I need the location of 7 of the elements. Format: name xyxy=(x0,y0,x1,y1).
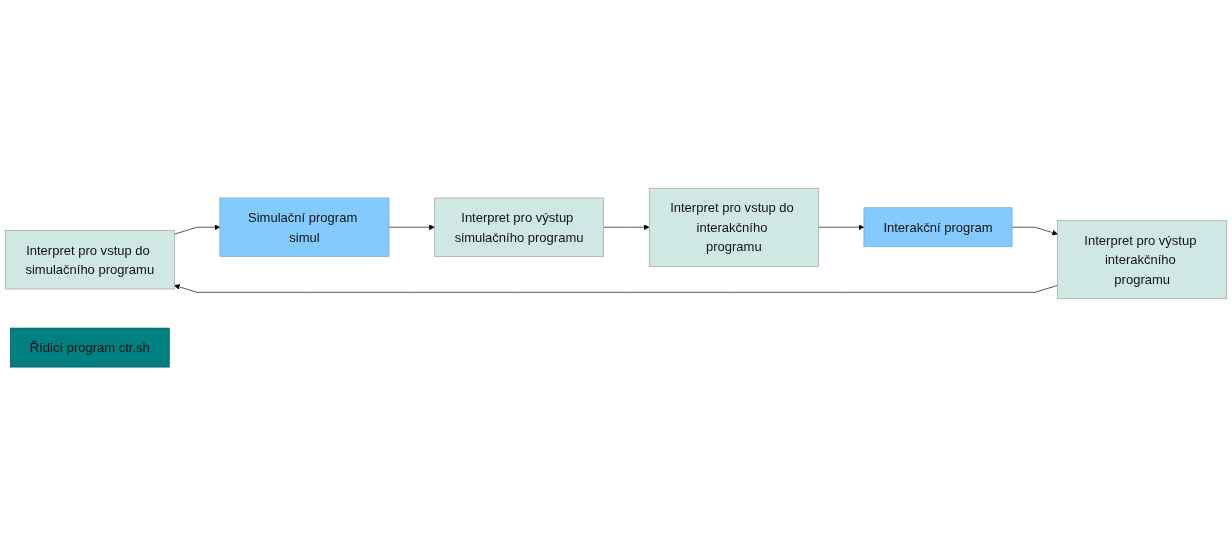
node-box: Interpret pro výstup simulačního programu xyxy=(434,198,604,258)
node-box: Interpret pro vstup do interakčního programu xyxy=(648,188,819,267)
node-box: Interpret pro vstup do simulačního programu xyxy=(4,230,175,290)
node-box: Simulační program simul xyxy=(219,198,390,258)
node-box: Řídicí program ctr.sh xyxy=(9,328,170,368)
node-box: Interakční program xyxy=(863,207,1013,248)
node-box: Interpret pro výstup interakčního programu xyxy=(1057,220,1228,300)
